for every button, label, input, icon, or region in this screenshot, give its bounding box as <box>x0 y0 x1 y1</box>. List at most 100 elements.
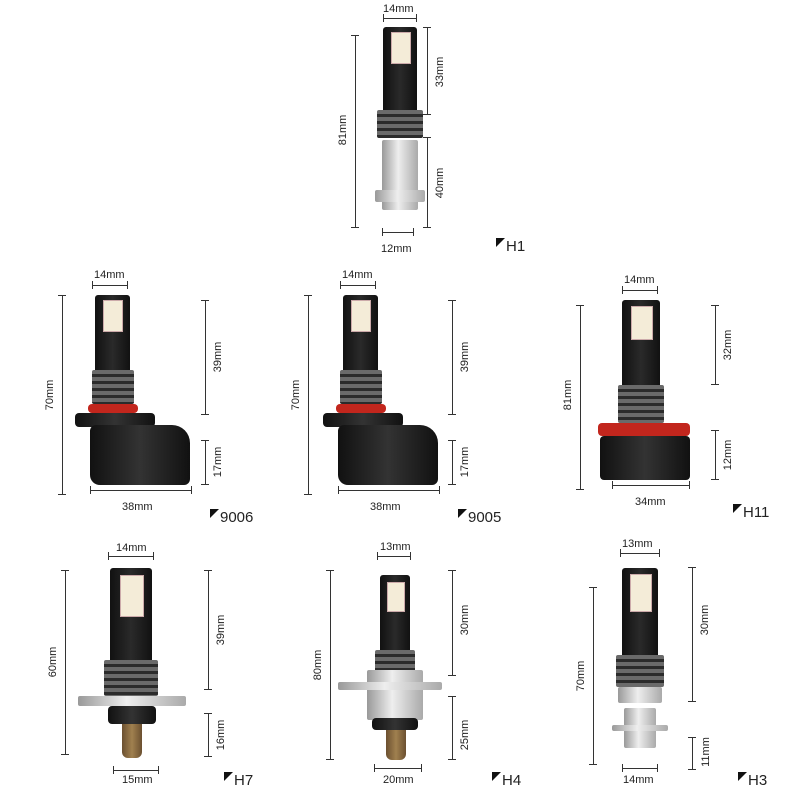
led-chip <box>631 306 653 340</box>
base-flange <box>338 682 442 690</box>
upper-height-line <box>204 570 212 690</box>
upper-height-label: 39mm <box>459 341 471 373</box>
type-text: H11 <box>743 504 770 521</box>
o-ring <box>598 423 690 436</box>
upper-height-line <box>448 300 456 415</box>
upper-height-label: 39mm <box>215 614 227 646</box>
corner-marker-icon <box>210 509 219 518</box>
corner-marker-icon <box>492 772 501 781</box>
bottom-width-line <box>374 764 422 772</box>
upper-height-line <box>711 305 719 385</box>
total-height-line <box>304 295 312 495</box>
bottom-width-line <box>612 481 690 489</box>
base-flange <box>375 190 425 202</box>
base-flange <box>75 413 155 427</box>
connector-tab <box>386 730 406 760</box>
bottom-width-line <box>338 486 440 494</box>
total-height-label: 70mm <box>290 379 302 411</box>
bottom-width-line <box>382 228 414 236</box>
lower-height-label: 11mm <box>700 737 712 767</box>
heatsink <box>377 110 423 138</box>
top-width-line <box>92 281 128 289</box>
total-height-line <box>589 587 597 765</box>
type-label-h1: H1 <box>496 238 525 255</box>
upper-height-label: 33mm <box>434 56 446 88</box>
type-label-9006: 9006 <box>210 509 253 526</box>
type-text: 9006 <box>220 509 254 526</box>
led-chip <box>391 32 411 64</box>
lower-height-label: 16mm <box>215 719 227 751</box>
corner-marker-icon <box>733 504 742 513</box>
upper-height-label: 39mm <box>212 341 224 373</box>
type-label-h4: H4 <box>492 772 521 789</box>
base-ring <box>372 718 418 730</box>
total-height-label: 81mm <box>337 114 349 146</box>
led-chip <box>630 574 652 612</box>
total-height-label: 60mm <box>47 646 59 678</box>
total-height-label: 80mm <box>312 649 324 681</box>
corner-marker-icon <box>738 772 747 781</box>
lower-height-label: 17mm <box>212 446 224 478</box>
lower-height-line <box>204 713 212 757</box>
connector-tab <box>122 724 142 758</box>
lower-height-label: 17mm <box>459 446 471 478</box>
bottom-width-line <box>113 766 159 774</box>
type-text: H3 <box>748 772 768 789</box>
led-chip <box>387 582 405 612</box>
lower-height-label: 25mm <box>459 719 471 751</box>
base-flange <box>612 725 668 731</box>
bottom-width-label: 38mm <box>370 501 401 513</box>
top-width-line <box>377 552 411 560</box>
heatsink <box>92 370 134 404</box>
top-width-label: 14mm <box>94 269 125 281</box>
connector <box>600 436 690 480</box>
bottom-width-label: 38mm <box>122 501 153 513</box>
base-ring <box>108 706 156 724</box>
total-height-line <box>58 295 66 495</box>
corner-marker-icon <box>224 772 233 781</box>
metal-collar <box>618 687 662 703</box>
total-height-label: 70mm <box>44 379 56 411</box>
o-ring <box>88 404 138 413</box>
led-chip <box>120 575 144 617</box>
type-text: H7 <box>234 772 254 789</box>
total-height-label: 81mm <box>562 379 574 411</box>
type-text: 9005 <box>468 509 502 526</box>
corner-marker-icon <box>458 509 467 518</box>
lower-height-line <box>688 737 696 770</box>
heatsink <box>616 655 664 687</box>
top-width-label: 14mm <box>342 269 373 281</box>
bottom-width-label: 12mm <box>381 243 412 255</box>
type-label-h3: H3 <box>738 772 767 789</box>
type-label-h7: H7 <box>224 772 253 789</box>
upper-height-line <box>688 567 696 702</box>
top-width-label: 13mm <box>380 541 411 553</box>
top-width-line <box>622 286 658 294</box>
type-text: H4 <box>502 772 522 789</box>
top-width-label: 14mm <box>383 3 414 15</box>
type-label-9005: 9005 <box>458 509 501 526</box>
total-height-line <box>351 35 359 228</box>
upper-height-line <box>448 570 456 676</box>
lower-height-label: 12mm <box>722 439 734 471</box>
bottom-width-line <box>90 486 192 494</box>
total-height-line <box>576 305 584 490</box>
top-width-line <box>108 552 154 560</box>
top-width-label: 14mm <box>624 274 655 286</box>
upper-height-line <box>201 300 209 415</box>
top-width-line <box>340 281 376 289</box>
lower-height-line <box>448 696 456 760</box>
base-flange <box>78 696 186 706</box>
lower-height-label: 40mm <box>434 167 446 199</box>
type-label-h11: H11 <box>733 504 769 521</box>
metal-base <box>367 670 423 720</box>
led-chip <box>103 300 123 332</box>
lower-height-line <box>201 440 209 485</box>
total-height-label: 70mm <box>575 660 587 692</box>
o-ring <box>336 404 386 413</box>
lower-height-line <box>711 430 719 480</box>
heatsink <box>618 385 664 423</box>
heatsink <box>104 660 158 696</box>
connector <box>338 425 438 485</box>
total-height-line <box>326 570 334 760</box>
